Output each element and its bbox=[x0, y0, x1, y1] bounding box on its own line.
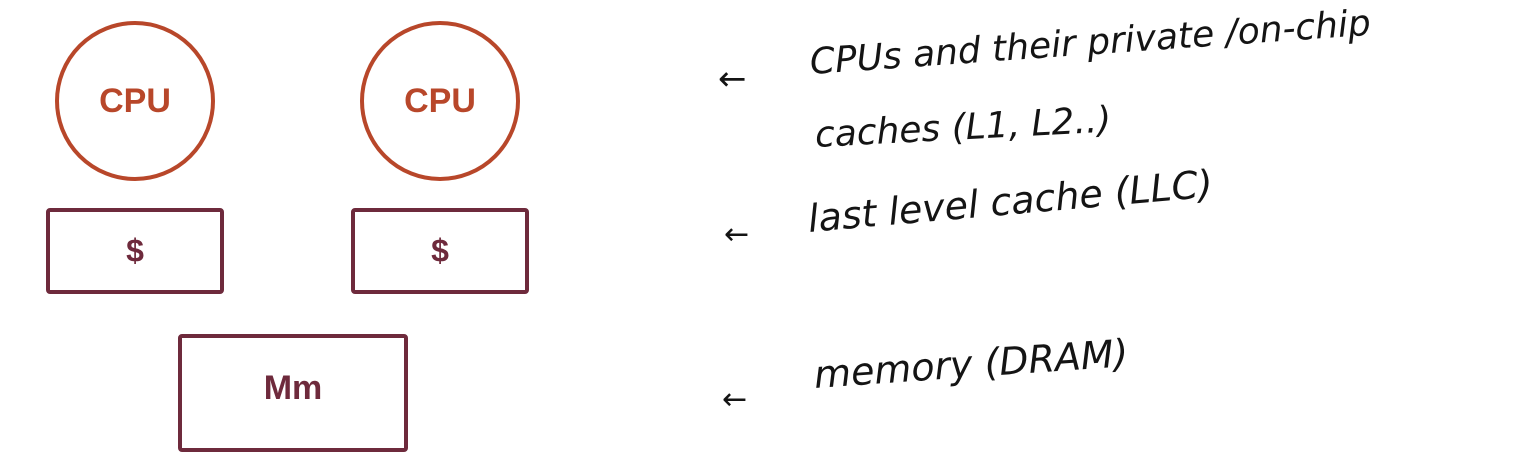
left-arrow-icon: ← bbox=[718, 59, 747, 99]
cache-label: $ bbox=[431, 232, 449, 268]
memory-label: Mm bbox=[264, 369, 323, 407]
cpu-node-1: CPU bbox=[55, 21, 215, 181]
cpu-label: CPU bbox=[99, 82, 171, 120]
cpu-label: CPU bbox=[404, 82, 476, 120]
cpu-circle bbox=[360, 21, 520, 181]
cache-label: $ bbox=[126, 232, 144, 268]
left-arrow-icon: ← bbox=[724, 217, 750, 252]
cpu-node-2: CPU bbox=[360, 21, 520, 181]
cache-box bbox=[46, 208, 224, 294]
cpu-circle bbox=[55, 21, 215, 181]
memory-node: Mm bbox=[178, 334, 408, 452]
cache-node-1: $ bbox=[46, 208, 224, 294]
left-arrow-icon: ← bbox=[722, 382, 748, 417]
cache-node-2: $ bbox=[351, 208, 529, 294]
memory-box bbox=[178, 334, 408, 452]
cache-box bbox=[351, 208, 529, 294]
